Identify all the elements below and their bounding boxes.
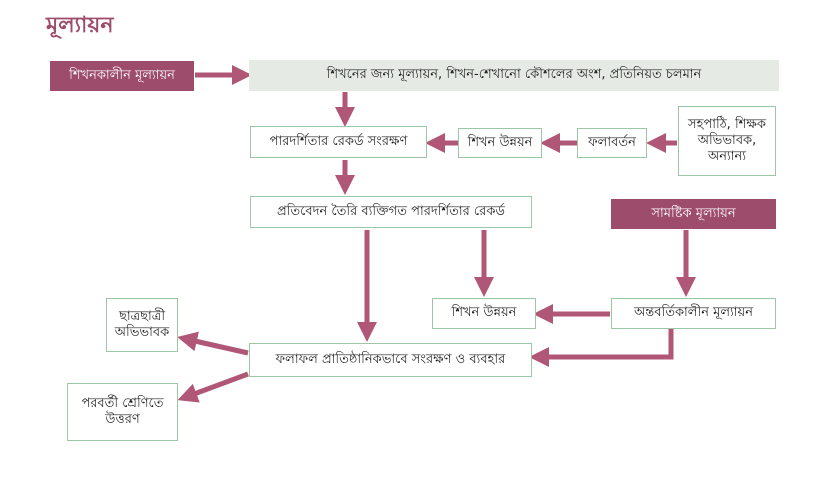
node-results: ফলাফল প্রাতিষ্ঠানিকভাবে সংরক্ষণ ও ব্যবহা… [249,343,532,377]
node-formative: শিখনকালীন মূল্যায়ন [50,61,194,91]
node-peers: সহপাঠি, শিক্ষক অভিভাবক, অন্যান্য [678,106,776,176]
node-feedback: ফলাবর্তন [577,128,647,158]
arrow-results-to-next [177,371,249,403]
node-learning-dev-1: শিখন উন্নয়ন [458,128,542,158]
arrow-interim-to-results [529,328,674,367]
node-report: প্রতিবেদন তৈরি ব্যক্তিগত পারদর্শিতার রেক… [250,196,532,228]
node-summative: সামষ্টিক মূল্যায়ন [611,199,776,229]
node-record-keep: পারদর্শিতার রেকর্ড সংরক্ষণ [250,126,427,158]
node-next-class: পরবর্তী শ্রেণিতে উত্তরণ [67,383,178,441]
arrow-results-to-parents [177,331,249,356]
node-interim: অন্তবর্তিকালীন মূল্যায়ন [611,298,776,329]
node-students-parents: ছাত্রছাত্রী অভিভাবক [106,298,178,352]
page-title: মূল্যায়ন [46,13,114,38]
node-learning-for: শিখনের জন্য মূল্যায়ন, শিখন-শেখানো কৌশলে… [249,60,779,91]
node-learning-dev-2: শিখন উন্নয়ন [432,298,536,329]
